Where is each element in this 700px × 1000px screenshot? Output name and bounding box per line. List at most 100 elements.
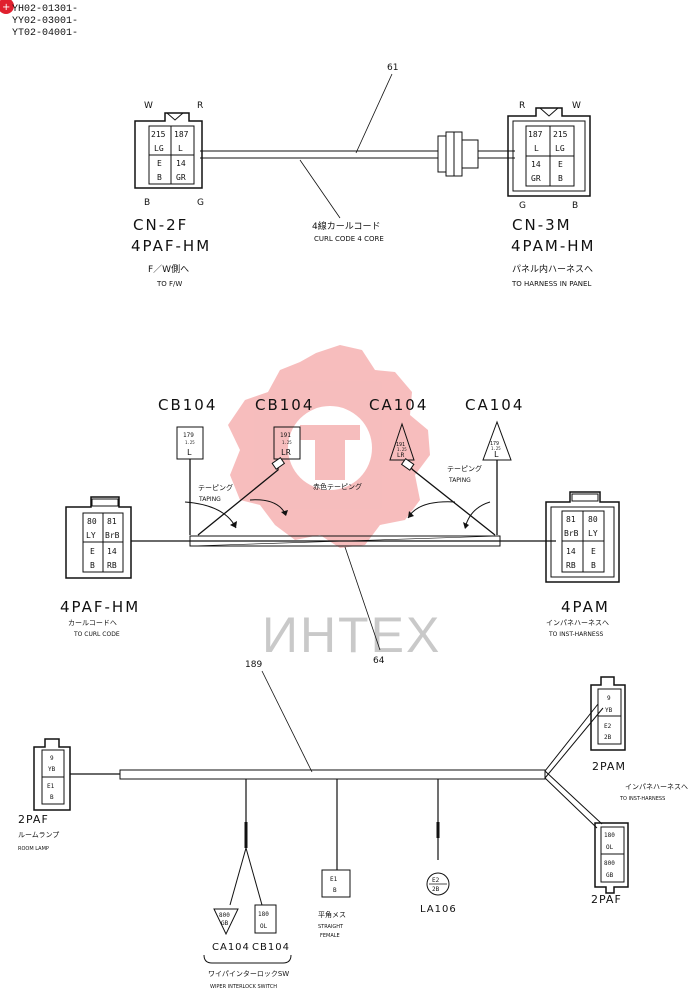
terminal-color: L [494,450,499,459]
wiper-box-num: 180 [258,911,269,918]
terminal-gauge: 1.25 [282,440,292,445]
wiper-terminal-triangle [213,908,239,936]
watermark: ИНТЕХ [228,345,439,663]
wiper-label-cb104: CB104 [252,942,290,953]
terminal-gauge: 1.25 [397,447,407,452]
4paf-cell: LY [86,531,96,540]
cn2f-cell: GR [176,173,186,182]
4paf-cell: BrB [105,531,120,540]
cn2f-dest-en: TO F/W [156,280,182,288]
2paf-cell: GB [606,872,614,879]
part-number-189: 189 [245,660,262,670]
arrow-head-icon [408,511,414,518]
cn3m-pin-label: B [572,201,578,211]
cable-label-jp: 4線カールコード [312,220,381,232]
label-ca104-a: CA104 [369,396,428,414]
cn3m-cell: E [558,160,563,169]
wiper-tri-color: GB [221,920,229,927]
wiper-bracket [203,954,292,964]
connector-2pam: 9 YB E2 2B 2PAM インパネハーネスへ TO INST-HARNES… [590,676,688,802]
4pam-cell: E [591,547,596,556]
label-cb104-a: CB104 [158,396,217,414]
plus-icon: + [2,2,10,13]
terminal-num: 179 [183,432,194,439]
cn3m-type: 4PAM-HM [511,237,595,255]
cable-gland [437,131,479,177]
curl-cable [200,150,515,159]
room-lamp-cell: 9 [50,755,54,762]
connector-cn-2f: 215 187 LG L E 14 B GR W R B G CN-2F 4PA… [131,101,209,288]
cn2f-cell: E [157,159,162,168]
cn3m-name: CN-3M [512,216,572,234]
cn3m-cell: 215 [553,130,568,139]
leader-189 [261,670,313,773]
2pam-cell: YB [605,707,613,714]
watermark-gear-icon [228,345,430,548]
room-lamp-cell: YB [48,766,56,773]
cn3m-dest-jp: パネル内ハーネスへ [512,263,593,275]
cn2f-cell: 187 [174,130,189,139]
branch-la106: E2 2B LA106 [420,779,457,915]
part-number-61: 61 [387,63,398,73]
4pam-cell: 81 [566,515,576,524]
label-ca104-b: CA104 [465,396,524,414]
terminal-gauge: 1.25 [491,446,501,451]
4pam-cell: B [591,561,596,570]
terminal-color: LR [281,448,291,457]
4paf-cell: 81 [107,517,117,526]
cn2f-cell: L [178,144,183,153]
arrow-head-icon [463,522,469,529]
cn3m-cell: 14 [531,160,541,169]
terminal-num: 179 [490,441,499,447]
4paf-cell: 14 [107,547,117,556]
4pam-name: 4PAM [561,598,610,616]
cable-label-en: CURL CODE 4 CORE [314,235,384,243]
4paf-dest-jp: カールコードへ [68,619,117,627]
straight-female-terminal [321,869,351,898]
4pam-cell: 14 [566,547,576,556]
middle-section: CB104 CB104 CA104 CA104 179 1.25 L 191 1… [60,396,620,666]
arrow-head-icon [281,510,288,516]
terminal-ca104-1: 191 1.25 LR [389,422,415,461]
terminal-num: 191 [280,432,291,439]
wiper-tri-num: 800 [219,912,230,919]
room-lamp-cell: B [50,794,54,801]
cn2f-pin-label: R [197,101,203,111]
la106-cell: E2 [432,877,440,884]
connector-4paf-hm: 80 81 LY BrB E 14 B RB 4PAF-HM カールコードへ T… [60,496,138,638]
main-harness-64 [131,535,556,547]
straight-cell: B [333,887,337,894]
straight-label-en2: FEMALE [320,933,340,939]
leader-64 [344,546,381,651]
wire-terminal-3 [406,463,496,536]
header: + YH02-01301- YY02-03001- YT02-04001- [0,0,78,39]
2pam-label-en: TO INST-HARNESS [619,796,665,802]
connector-cn-3m: 187 215 L LG 14 E GR B R W G B CN-3M 4PA… [507,101,595,288]
la106-name: LA106 [420,904,457,915]
cn2f-pin-label: B [144,198,150,208]
cn3m-dest-en: TO HARNESS IN PANEL [511,280,591,288]
red-badge-icon [0,0,14,14]
2pam-label-jp: インパネハーネスへ [625,783,688,791]
terminal-color: L [187,448,192,457]
cn2f-cell: B [157,173,162,182]
terminal-color: LR [397,452,405,459]
2paf-cell: OL [606,844,614,851]
4pam-dest-en: TO INST-HARNESS [548,631,604,638]
cn2f-pin-label: W [144,101,153,111]
arrow-head-icon [230,521,237,528]
taping-label-right-jp: テーピング [447,464,482,473]
serial-line-3: YT02-04001- [12,28,78,39]
wiper-label-jp: ワイパインターロックSW [208,969,289,978]
wiper-box-color: OL [260,923,268,930]
cn2f-cell: 14 [176,159,186,168]
serial-line-1: YH02-01301- [12,4,78,15]
red-taping-label: 赤色テーピング [313,482,362,491]
terminal-cb104-1: 179 1.25 L [176,426,204,460]
cn3m-cell: B [558,174,563,183]
branch-wiper-interlock: 800 GB 180 OL CA104 CB104 ワイパインターロックSW W… [203,779,292,990]
wiper-terminal-box [254,904,277,934]
cn3m-pin-label: W [572,101,581,111]
taping-label-left-jp: テーピング [198,483,233,492]
